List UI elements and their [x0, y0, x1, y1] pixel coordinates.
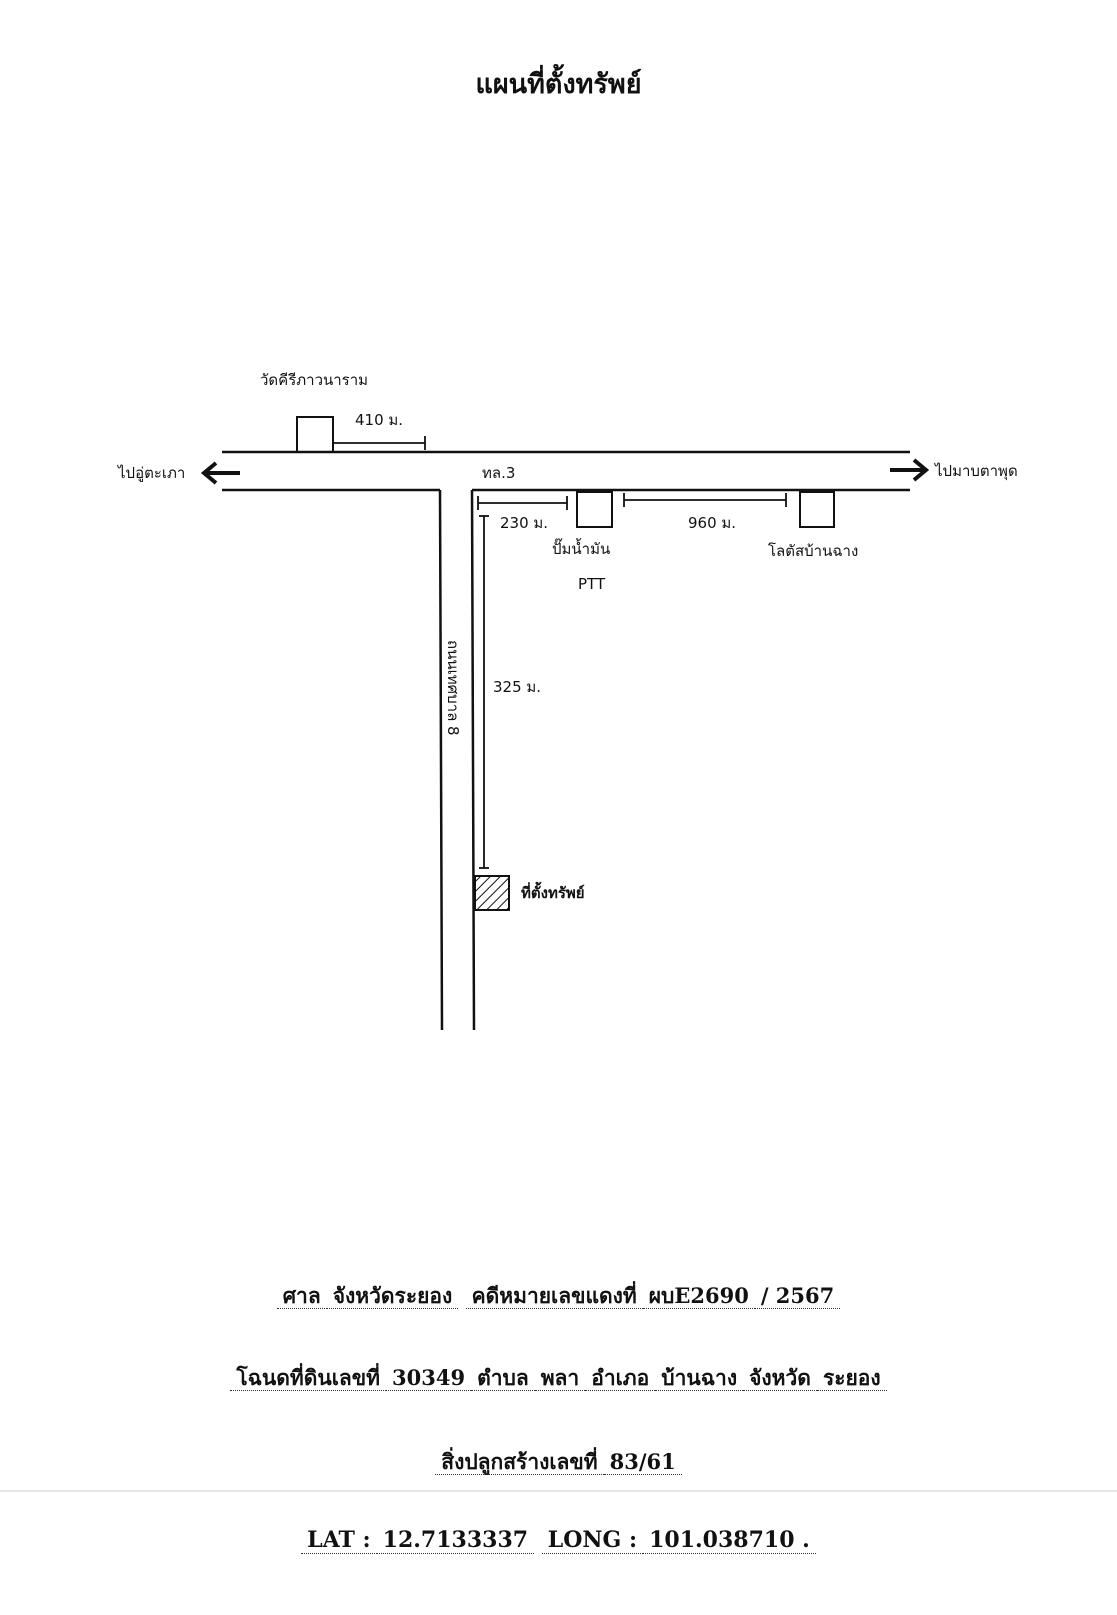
- lotus-box: [799, 491, 835, 528]
- property-label: ที่ตั้งทรัพย์: [521, 881, 585, 902]
- highway-label: ทล.3: [482, 464, 515, 482]
- lat-value: 12.7133337: [376, 1527, 535, 1554]
- lotus-distance: 960 ม.: [688, 514, 736, 532]
- lotus-label: โลตัสบ้านฉาง: [768, 542, 858, 560]
- side-road-label: ถนนเทศบาล 8: [444, 640, 462, 736]
- location-map: วัดคีรีภาวนาราม 410 ม. ไปอู่ตะเภา ไปมาบต…: [117, 371, 1018, 1031]
- temple-box: [296, 416, 334, 453]
- divider: [0, 1490, 1117, 1492]
- left-arrow-icon: [200, 461, 240, 485]
- side-road-left-edge: [438, 489, 444, 1031]
- tambon-label: ตำบล: [471, 1365, 535, 1391]
- building-info-line: สิ่งปลูกสร้างเลขที่83/61: [0, 1446, 1117, 1479]
- coordinates-line: LAT :12.7133337 LONG :101.038710 .: [0, 1527, 1117, 1554]
- right-arrow-icon: [890, 458, 930, 482]
- gas-station-label: ปั๊มน้ำมัน: [552, 538, 610, 558]
- case-info-line: ศาลจังหวัดระยอง คดีหมายเลขแดงที่ผบE2690/…: [0, 1280, 1117, 1313]
- court-name: จังหวัดระยอง: [326, 1283, 459, 1309]
- long-value: 101.038710 .: [643, 1527, 816, 1554]
- temple-label: วัดคีรีภาวนาราม: [260, 371, 368, 389]
- page-title: แผนที่ตั้งทรัพย์: [475, 69, 642, 100]
- case-label: คดีหมายเลขแดงที่: [465, 1283, 643, 1309]
- amphoe: บ้านฉาง: [655, 1365, 744, 1391]
- amphoe-label: อำเภอ: [585, 1365, 656, 1391]
- province-label: จังหวัด: [743, 1365, 817, 1391]
- gas-distance: 230 ม.: [500, 514, 548, 532]
- gas-station-brand: PTT: [578, 575, 606, 593]
- province: ระยอง: [816, 1365, 887, 1391]
- court-prefix: ศาล: [276, 1283, 327, 1309]
- case-number: ผบE2690: [642, 1283, 755, 1309]
- tambon: พลา: [534, 1365, 586, 1391]
- left-direction-label: ไปอู่ตะเภา: [117, 464, 185, 482]
- case-year: / 2567: [754, 1283, 841, 1309]
- down-distance: 325 ม.: [493, 678, 541, 696]
- gas-station-box: [576, 491, 613, 528]
- deed-number: 30349: [386, 1365, 472, 1391]
- long-label: LONG :: [541, 1527, 644, 1554]
- building-number: 83/61: [603, 1449, 682, 1475]
- lat-label: LAT :: [301, 1527, 377, 1554]
- temple-distance: 410 ม.: [355, 411, 403, 429]
- building-label: สิ่งปลูกสร้างเลขที่: [435, 1449, 604, 1475]
- deed-label: โฉนดที่ดินเลขที่: [230, 1365, 386, 1391]
- right-direction-label: ไปมาบตาพุด: [934, 462, 1018, 481]
- property-marker: [474, 875, 510, 911]
- side-road-right-edge: [470, 489, 476, 1031]
